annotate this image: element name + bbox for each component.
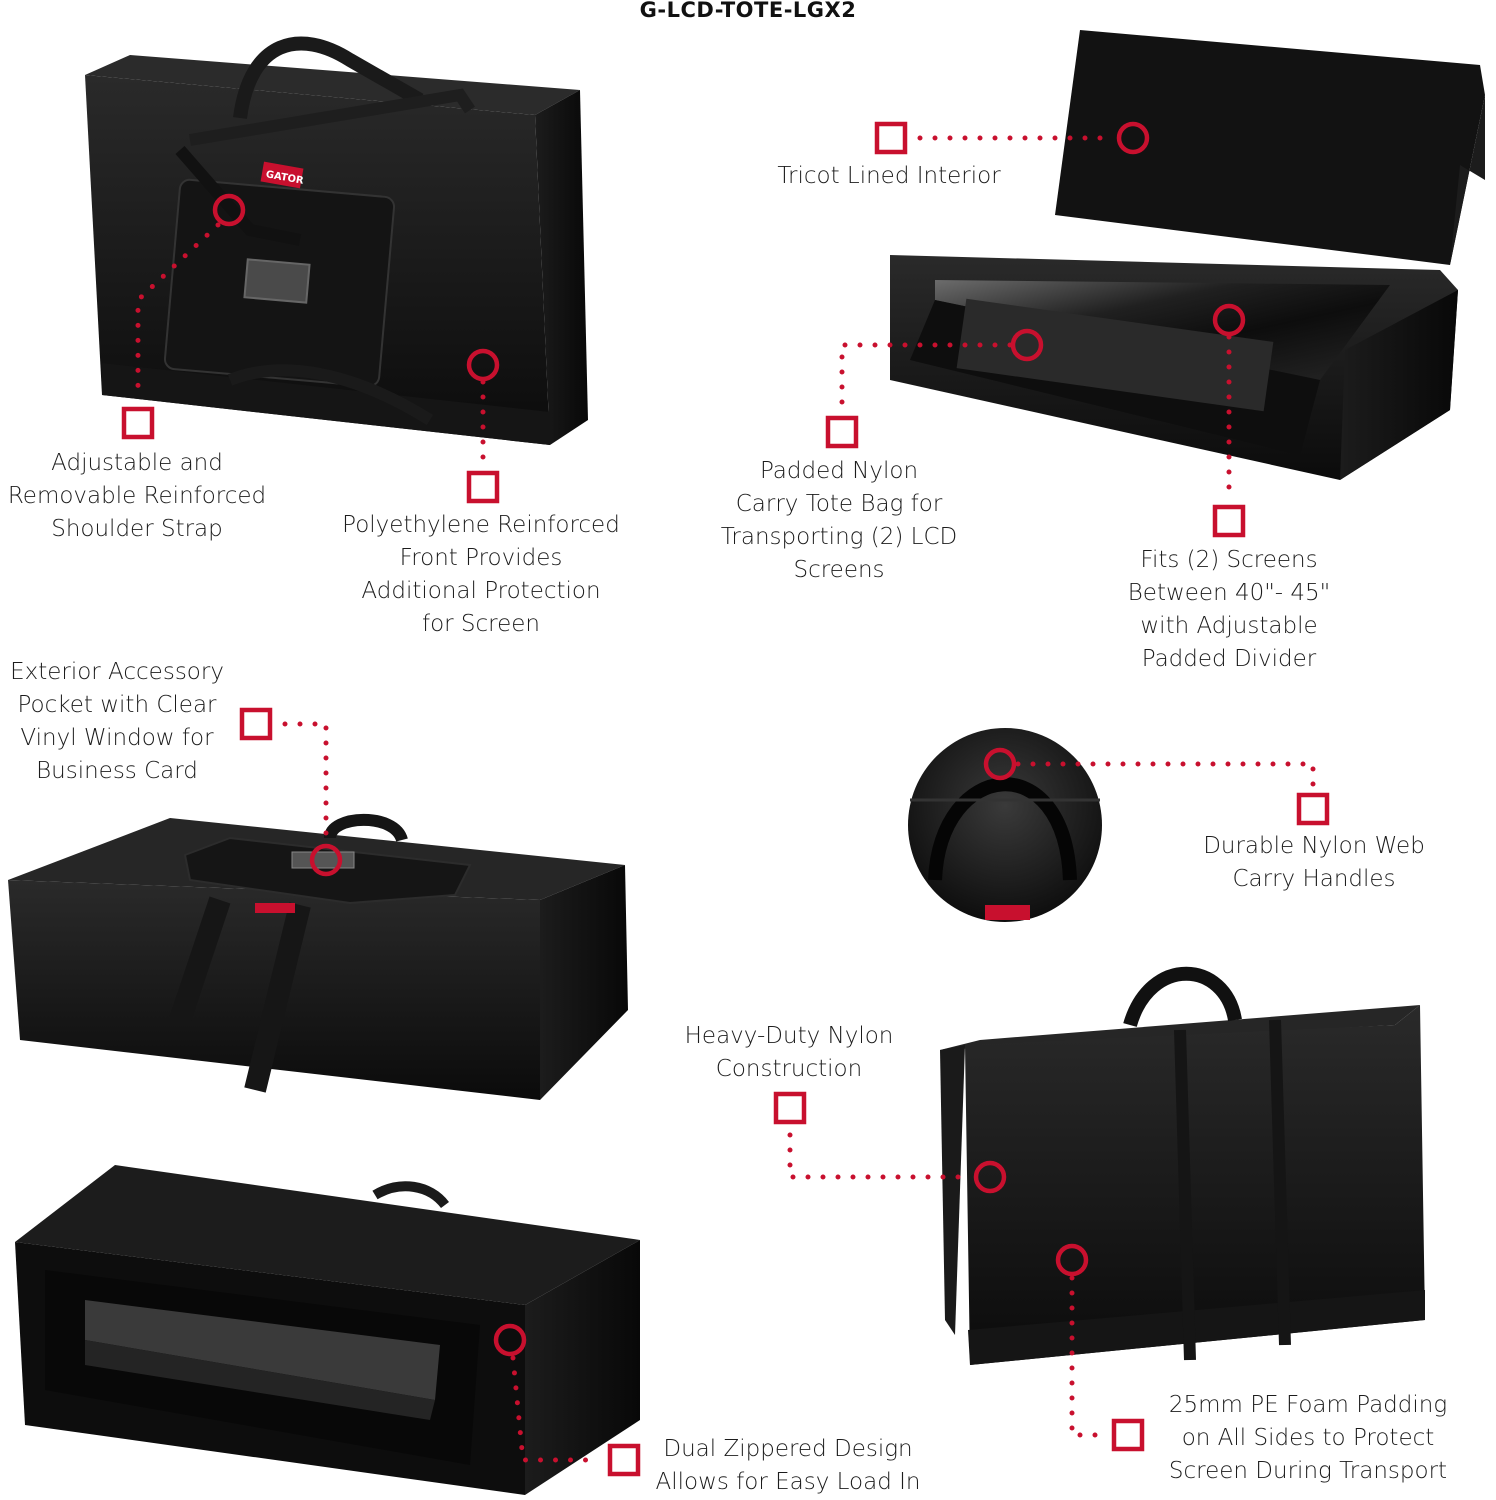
marker-square-shoulder-strap	[121, 406, 155, 440]
feature-label-padded-nylon: Padded Nylon Carry Tote Bag for Transpor…	[720, 458, 958, 583]
feature-label-poly-front: Polyethylene Reinforced Front Provides A…	[342, 512, 620, 637]
upright-bag-image: GATOR	[85, 36, 588, 445]
flat-bag-pocket-image	[8, 814, 628, 1100]
feature-label-fits-screens: Fits (2) Screens Between 40"- 45" with A…	[1127, 547, 1331, 672]
gator-logo: GATOR	[260, 161, 305, 189]
feature-label-shoulder-strap: Adjustable and Removable Reinforced Shou…	[7, 450, 267, 542]
feature-label-accessory-pocket: Exterior Accessory Pocket with Clear Vin…	[10, 659, 224, 784]
feature-label-tricot: Tricot Lined Interior	[777, 163, 1001, 189]
handle-detail-image	[908, 728, 1102, 922]
open-lid-bag-image	[890, 30, 1485, 480]
product-title: G-LCD-TOTE-LGX2	[639, 0, 857, 22]
upright-bag-right-image	[940, 966, 1425, 1365]
feature-label-web-handles: Durable Nylon Web Carry Handles	[1203, 833, 1425, 892]
marker-ring-shoulder-strap	[212, 193, 246, 227]
feature-label-heavy-duty: Heavy-Duty Nylon Construction	[684, 1023, 894, 1082]
annotation-markers	[121, 121, 1330, 1477]
feature-label-zippered: Dual Zippered Design Allows for Easy Loa…	[655, 1436, 921, 1495]
open-side-bag-image	[15, 1165, 640, 1495]
feature-label-foam-padding: 25mm PE Foam Padding on All Sides to Pro…	[1168, 1392, 1448, 1484]
